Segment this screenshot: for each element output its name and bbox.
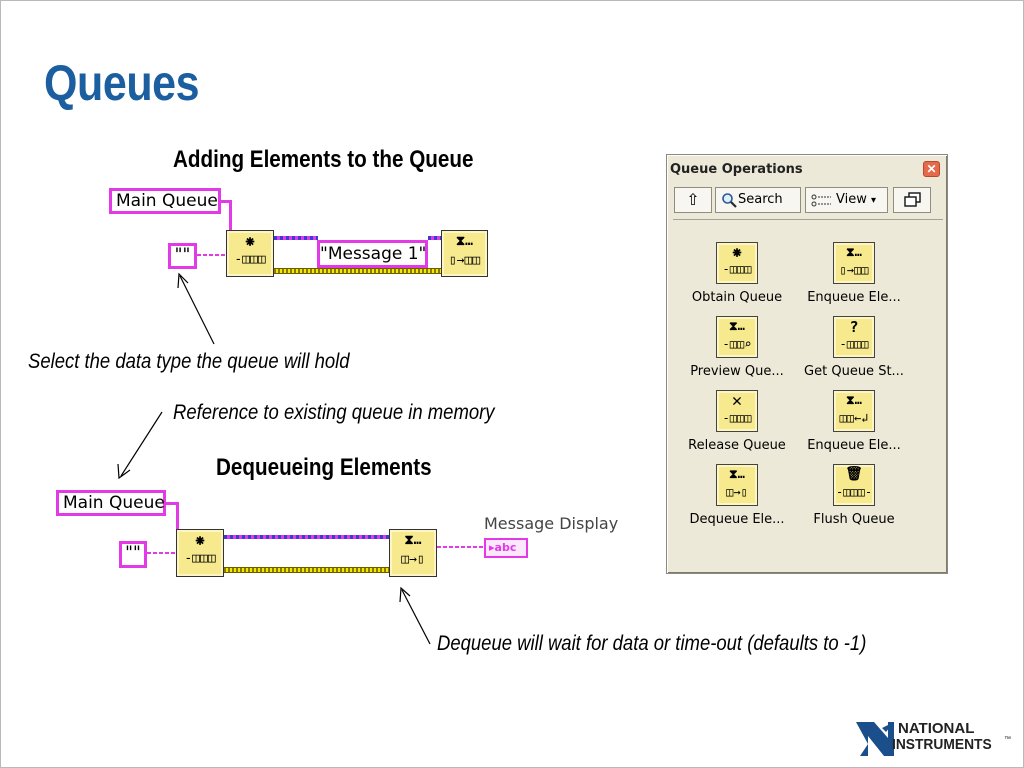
empty-string-constant[interactable]: "": [119, 541, 147, 568]
dequeue-element-vi[interactable]: ⧗… ◫→▯: [389, 529, 437, 577]
slide-title: Queues: [44, 55, 200, 111]
search-button[interactable]: Search: [715, 187, 801, 213]
palette-item-get-queue-status[interactable]: ? -◫◫◫ Get Queue St...: [794, 316, 914, 379]
palette-item-dequeue-element[interactable]: ⧗… ◫→▯ Dequeue Ele...: [677, 464, 797, 527]
label-wire: [176, 502, 179, 538]
get-queue-status-icon: ? -◫◫◫: [833, 316, 875, 358]
indicator-type-text: abc: [494, 541, 517, 554]
national-instruments-logo: NATIONAL INSTRUMENTS ™: [854, 716, 1014, 762]
empty-string-constant[interactable]: "": [168, 243, 197, 269]
string-wire: [437, 546, 485, 548]
enqueue-element-vi[interactable]: ⧗… ▯→◫◫: [441, 230, 488, 277]
existing-queue-note: Reference to existing queue in memory: [173, 401, 495, 424]
restore-window-button[interactable]: [893, 187, 931, 213]
pointer-arrow-icon: [177, 272, 215, 345]
obtain-queue-icon: ⁕ -◫◫◫: [716, 242, 758, 284]
queue-array-icon: -◫◫◫: [184, 551, 216, 566]
main-queue-label[interactable]: Main Queue: [109, 188, 221, 214]
message-display-label: Message Display: [484, 514, 619, 533]
up-arrow-button[interactable]: ⇧: [674, 187, 712, 213]
palette-item-obtain-queue[interactable]: ⁕ -◫◫◫ Obtain Queue: [677, 242, 797, 305]
logo-line2: INSTRUMENTS: [892, 736, 992, 753]
obtain-queue-vi[interactable]: ⁕ -◫◫◫: [176, 529, 224, 577]
release-queue-icon: ✕ -◫◫◫: [716, 390, 758, 432]
message-display-indicator[interactable]: ▸abc: [484, 538, 528, 558]
hourglass-icon: ⧗…: [404, 533, 422, 548]
pointer-arrow-icon: [117, 411, 163, 480]
view-button[interactable]: View ▾: [805, 187, 888, 213]
palette-item-label: Preview Que...: [690, 364, 784, 379]
palette-item-label: Dequeue Ele...: [689, 512, 785, 527]
obtain-queue-vi[interactable]: ⁕ -◫◫◫: [226, 230, 274, 277]
label-wire: [229, 200, 232, 240]
obtain-queue-glyph-icon: ⁕: [193, 532, 207, 550]
enqueue-arrow-icon: ▯→◫◫: [448, 253, 481, 268]
palette-title: Queue Operations: [670, 162, 803, 177]
message-1-constant[interactable]: "Message 1": [317, 240, 428, 268]
up-arrow-icon: ⇧: [686, 190, 700, 209]
label-wire: [166, 502, 178, 505]
queue-reference-wire: [428, 236, 442, 240]
dequeue-element-icon: ⧗… ◫→▯: [716, 464, 758, 506]
restore-window-icon: [904, 192, 921, 207]
palette-item-release-queue[interactable]: ✕ -◫◫◫ Release Queue: [677, 390, 797, 453]
enqueue-element-icon: ⧗… ▯→◫◫: [833, 242, 875, 284]
queue-operations-palette: Queue Operations ✕ ⇧ Search View ▾ ⁕ -◫◫…: [666, 154, 948, 574]
palette-item-preview-queue[interactable]: ⧗… -◫◫⌕ Preview Que...: [677, 316, 797, 379]
label-wire: [221, 200, 231, 203]
queue-reference-wire: [224, 535, 390, 539]
search-button-label: Search: [738, 192, 783, 207]
adding-elements-heading: Adding Elements to the Queue: [173, 146, 474, 173]
palette-item-label: Get Queue St...: [804, 364, 904, 379]
palette-item-label: Enqueue Ele...: [807, 438, 901, 453]
error-wire: [274, 268, 442, 274]
obtain-queue-glyph-icon: ⁕: [243, 233, 257, 251]
palette-item-flush-queue[interactable]: 🗑 -◫◫◫- Flush Queue: [794, 464, 914, 527]
ni-eagle-icon: [856, 722, 894, 756]
palette-items-area: ⁕ -◫◫◫ Obtain Queue ⧗… ▯→◫◫ Enqueue Ele.…: [673, 219, 943, 570]
dequeue-wait-note: Dequeue will wait for data or time-out (…: [437, 632, 867, 655]
string-wire: [147, 552, 177, 554]
search-icon: [722, 193, 737, 208]
palette-item-label: Obtain Queue: [691, 290, 783, 305]
palette-item-enqueue-element-opposite-end[interactable]: ⧗… ◫◫←↲ Enqueue Ele...: [794, 390, 914, 453]
palette-item-enqueue-element[interactable]: ⧗… ▯→◫◫ Enqueue Ele...: [794, 242, 914, 305]
view-button-label: View: [836, 192, 867, 207]
preview-queue-icon: ⧗… -◫◫⌕: [716, 316, 758, 358]
logo-trademark: ™: [1004, 736, 1011, 743]
hourglass-icon: ⧗…: [456, 234, 473, 249]
main-queue-label[interactable]: Main Queue: [56, 490, 166, 516]
flush-queue-icon: 🗑 -◫◫◫-: [833, 464, 875, 506]
queue-array-icon: -◫◫◫: [234, 252, 266, 267]
data-type-note: Select the data type the queue will hold: [28, 350, 350, 373]
close-icon[interactable]: ✕: [923, 161, 940, 177]
logo-line1: NATIONAL: [898, 720, 975, 737]
palette-item-label: Flush Queue: [813, 512, 895, 527]
enqueue-element-at-opposite-end-icon: ⧗… ◫◫←↲: [833, 390, 875, 432]
dequeue-arrow-icon: ◫→▯: [401, 552, 425, 567]
error-wire: [224, 567, 390, 573]
chevron-down-icon: ▾: [871, 195, 877, 206]
view-list-icon: [811, 194, 831, 207]
palette-item-label: Release Queue: [688, 438, 786, 453]
pointer-arrow-icon: [399, 586, 431, 645]
queue-reference-wire: [274, 236, 318, 240]
dequeueing-elements-heading: Dequeueing Elements: [216, 454, 432, 481]
palette-item-label: Enqueue Ele...: [807, 290, 901, 305]
string-wire: [197, 254, 227, 256]
